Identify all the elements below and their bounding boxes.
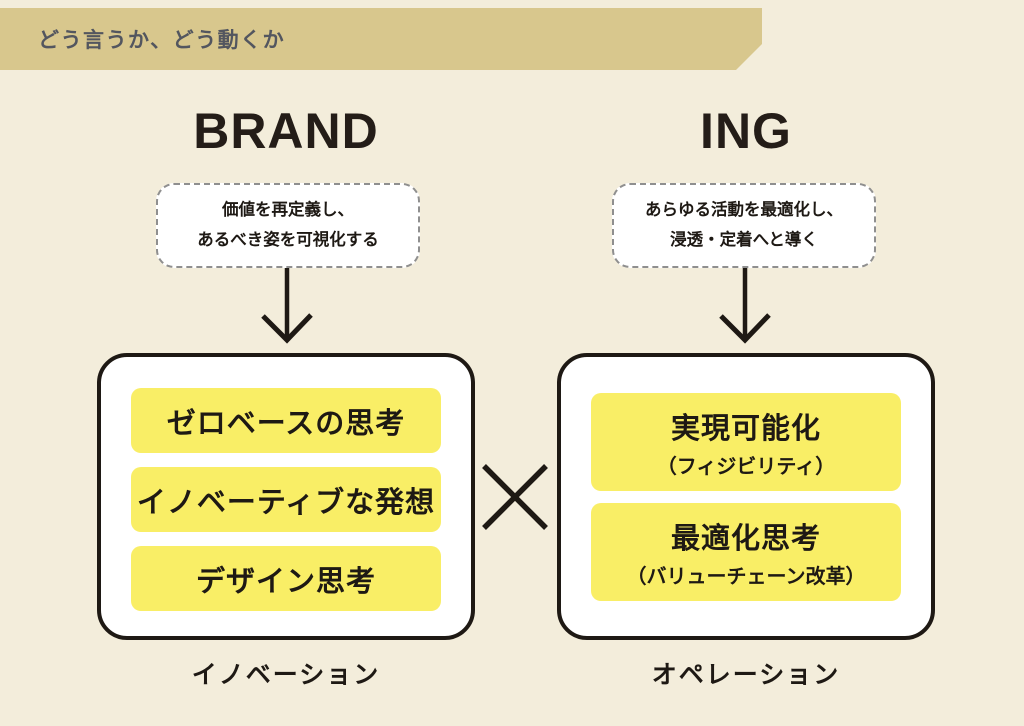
operation-label: オペレーション [651,661,841,689]
ing-description-line: 浸透・定着へと導く [670,230,818,249]
item-sublabel: （バリューチェーン改革） [626,566,866,588]
brand-description-box: 価値を再定義し、 あるべき姿を可視化する [156,183,420,268]
operation-box: 実現可能化 （フィジビリティ） 最適化思考 （バリューチェーン改革） [557,353,935,640]
list-item: デザイン思考 [131,546,441,611]
ing-description-line: あらゆる活動を最適化し、 [645,200,843,219]
multiply-icon [482,464,548,530]
list-item: ゼロベースの思考 [131,388,441,453]
item-label: デザイン思考 [195,565,376,598]
brand-title: BRAND [193,103,379,159]
innovation-label: イノベーション [191,661,381,689]
ing-title: ING [700,103,792,159]
list-item: 最適化思考 （バリューチェーン改革） [591,503,901,601]
down-arrow-icon [719,268,771,344]
item-sublabel: （フィジビリティ） [656,456,836,478]
innovation-box: ゼロベースの思考 イノベーティブな発想 デザイン思考 [97,353,475,640]
down-arrow-icon [261,268,313,344]
item-label: 最適化思考 [670,523,821,555]
list-item: 実現可能化 （フィジビリティ） [591,393,901,491]
ing-description-box: あらゆる活動を最適化し、 浸透・定着へと導く [612,183,876,268]
item-label: ゼロベースの思考 [166,407,406,440]
list-item: イノベーティブな発想 [131,467,441,532]
item-label: イノベーティブな発想 [136,486,436,519]
innovation-items: ゼロベースの思考 イノベーティブな発想 デザイン思考 [101,357,471,611]
page-title: どう言うか、どう動くか [38,29,286,52]
brand-description-line: あるべき姿を可視化する [197,230,379,249]
item-label: 実現可能化 [670,413,821,445]
operation-items: 実現可能化 （フィジビリティ） 最適化思考 （バリューチェーン改革） [561,357,931,601]
header-ribbon: どう言うか、どう動くか [0,8,762,70]
brand-description-line: 価値を再定義し、 [222,200,354,219]
